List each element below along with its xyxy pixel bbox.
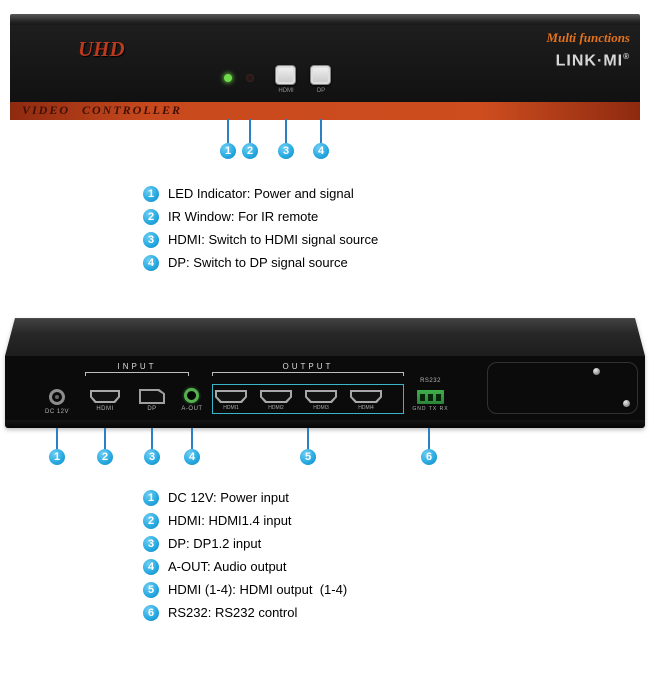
- front-panel-device: UHD Multi functions LINK·MI® HDMI DP VID…: [10, 14, 640, 120]
- annotation-text: A-OUT: Audio output: [168, 559, 287, 574]
- front-callout-2-badge: 2: [242, 143, 258, 159]
- front-callout-4-badge: 4: [313, 143, 329, 159]
- annotation-number-badge: 4: [143, 558, 159, 575]
- dc-jack-label: DC 12V: [44, 409, 69, 415]
- callout-line-aout: [191, 428, 193, 449]
- annotation-number-badge: 5: [143, 581, 159, 598]
- output-group-label: OUTPUT: [282, 362, 334, 371]
- annotation-number-badge: 6: [143, 604, 159, 621]
- annotation-text: RS232: RS232 control: [168, 605, 298, 620]
- callout-line-dp-button: [320, 119, 322, 143]
- video-controller-text: VIDEO CONTROLLER: [22, 103, 183, 117]
- rear-annotation-row: 3 DP: DP1.2 input: [143, 535, 261, 552]
- front-callout-1-badge: 1: [220, 143, 236, 159]
- annotation-text: DP: DP1.2 input: [168, 536, 262, 551]
- hdmi-output-port-1: [215, 390, 247, 403]
- rear-panel-device: INPUT OUTPUT DC 12V HDMI DP A-OUT HDMI1 …: [5, 318, 645, 428]
- annotation-text: HDMI (1-4): HDMI output (1-4): [168, 582, 348, 597]
- tagline-text: Multi functions: [546, 30, 630, 45]
- hdmi-output-2-label: HDMI2: [268, 405, 284, 411]
- annotation-number-badge: 1: [143, 185, 159, 202]
- annotation-text: HDMI: HDMI1.4 input: [168, 513, 292, 528]
- dp-input-label: DP: [147, 406, 157, 412]
- output-ports-highlight-box: [212, 384, 404, 414]
- callout-line-led: [227, 119, 229, 143]
- screw-icon: [623, 400, 630, 407]
- callout-line-hdmi-in: [104, 428, 106, 449]
- annotation-number-badge: 1: [143, 489, 159, 506]
- front-callout-3-badge: 3: [278, 143, 294, 159]
- annotation-number-badge: 3: [143, 535, 159, 552]
- annotation-text: DP: Switch to DP signal source: [168, 255, 348, 270]
- dp-button-label: DP: [316, 88, 326, 94]
- rs232-label: RS232: [420, 378, 441, 384]
- hdmi-button: [275, 65, 296, 85]
- rear-annotation-row: 2 HDMI: HDMI1.4 input: [143, 512, 292, 529]
- ir-window-icon: [246, 74, 254, 82]
- dp-input-port: [139, 389, 165, 404]
- rear-panel-face: INPUT OUTPUT DC 12V HDMI DP A-OUT HDMI1 …: [5, 356, 645, 420]
- front-panel-accent-band: VIDEO CONTROLLER: [10, 102, 640, 120]
- uhd-brand-text: UHD: [78, 37, 125, 61]
- hdmi-output-port-2: [260, 390, 292, 403]
- screw-icon: [593, 368, 600, 375]
- hdmi-output-port-4: [350, 390, 382, 403]
- callout-line-hdmi-button: [285, 119, 287, 143]
- expansion-plate: [487, 362, 638, 414]
- rear-callout-1-badge: 1: [49, 449, 65, 465]
- front-panel-face: UHD Multi functions LINK·MI® HDMI DP: [10, 25, 640, 102]
- rear-annotation-row: 4 A-OUT: Audio output: [143, 558, 287, 575]
- rear-callout-5-badge: 5: [300, 449, 316, 465]
- rear-callout-2-badge: 2: [97, 449, 113, 465]
- rear-callout-6-badge: 6: [421, 449, 437, 465]
- annotation-number-badge: 3: [143, 231, 159, 248]
- output-group-bracket: [212, 372, 404, 376]
- rear-callout-3-badge: 3: [144, 449, 160, 465]
- callout-line-ir: [249, 119, 251, 143]
- input-group-label: INPUT: [117, 362, 157, 371]
- annotation-number-badge: 4: [143, 254, 159, 271]
- callout-line-dc: [56, 428, 58, 449]
- callout-line-dp: [151, 428, 153, 449]
- dp-button: [310, 65, 331, 85]
- input-group-bracket: [85, 372, 189, 376]
- callout-line-rs232: [428, 428, 430, 449]
- hdmi-button-label: HDMI: [278, 88, 294, 94]
- front-annotation-row: 4 DP: Switch to DP signal source: [143, 254, 348, 271]
- annotation-text: DC 12V: Power input: [168, 490, 289, 505]
- rs232-pins-label: GND TX RX: [412, 406, 449, 412]
- registered-mark: ®: [623, 52, 630, 61]
- audio-out-label: A-OUT: [181, 406, 203, 412]
- callout-line-outputs: [307, 428, 309, 449]
- rear-panel-bottom-edge: [5, 420, 645, 428]
- front-annotation-row: 3 HDMI: Switch to HDMI signal source: [143, 231, 378, 248]
- hdmi-input-label: HDMI: [96, 406, 114, 412]
- hdmi-input-port: [90, 390, 120, 403]
- rs232-terminal: [417, 390, 444, 404]
- front-annotation-row: 1 LED Indicator: Power and signal: [143, 185, 354, 202]
- hdmi-output-3-label: HDMI3: [313, 405, 329, 411]
- rear-callout-4-badge: 4: [184, 449, 200, 465]
- rear-annotation-row: 6 RS232: RS232 control: [143, 604, 297, 621]
- hdmi-output-4-label: HDMI4: [358, 405, 374, 411]
- rear-panel-top-surface: [5, 318, 645, 356]
- audio-out-jack: [184, 388, 199, 403]
- power-led-icon: [224, 74, 232, 82]
- dc-power-jack: [49, 389, 65, 405]
- hdmi-output-1-label: HDMI1: [223, 405, 239, 411]
- logo-text: LINK·MI: [555, 52, 624, 70]
- hdmi-output-port-3: [305, 390, 337, 403]
- front-annotation-row: 2 IR Window: For IR remote: [143, 208, 318, 225]
- annotation-number-badge: 2: [143, 512, 159, 529]
- annotation-text: IR Window: For IR remote: [168, 209, 319, 224]
- annotation-text: HDMI: Switch to HDMI signal source: [168, 232, 379, 247]
- rear-annotation-row: 1 DC 12V: Power input: [143, 489, 289, 506]
- annotation-text: LED Indicator: Power and signal: [168, 186, 354, 201]
- brand-logo: LINK·MI®: [556, 52, 630, 70]
- annotation-number-badge: 2: [143, 208, 159, 225]
- front-panel-top-bevel: [10, 14, 640, 25]
- rear-annotation-row: 5 HDMI (1-4): HDMI output (1-4): [143, 581, 347, 598]
